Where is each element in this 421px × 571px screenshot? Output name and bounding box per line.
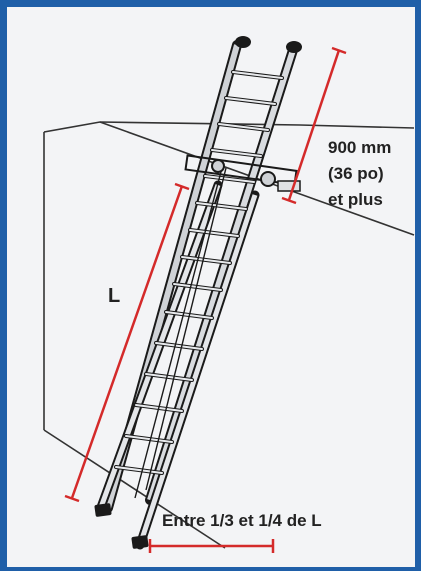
height-label: 900 mm (36 po) et plus — [328, 135, 418, 213]
length-measure-line — [64, 182, 190, 503]
height-label-line3: et plus — [328, 190, 383, 209]
height-label-line2: (36 po) — [328, 164, 384, 183]
ladder-base-section — [95, 180, 260, 550]
ladder-rungs — [114, 70, 284, 475]
ladder-rungs-fill — [115, 71, 283, 474]
ladder-rope — [134, 167, 227, 499]
base-measure-line — [148, 539, 275, 553]
ladder-feet — [94, 503, 149, 549]
base-distance-label: Entre 1/3 et 1/4 de L — [162, 511, 322, 530]
height-label-line1: 900 mm — [328, 138, 392, 157]
height-measure-line — [281, 46, 347, 205]
length-label: L — [108, 285, 121, 307]
